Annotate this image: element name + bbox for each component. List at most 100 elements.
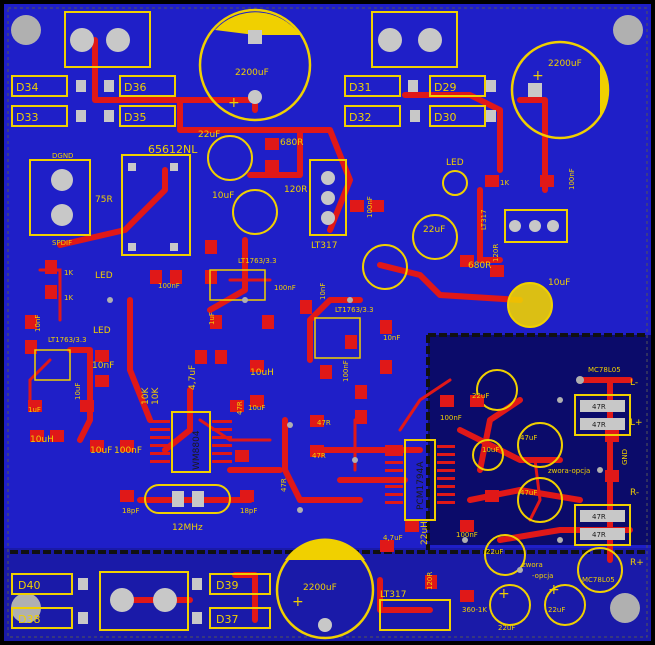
label-47uf-b: 47uF	[520, 489, 537, 497]
regulator-lt317-b	[504, 209, 568, 243]
label-d40: D40	[18, 579, 40, 592]
terminal-top-right	[371, 11, 458, 68]
label-pcm1794a: PCM1794A	[416, 461, 426, 510]
label-led-a: LED	[446, 158, 464, 168]
label-r-plus: R+	[630, 558, 644, 568]
label-22uf-c: 22uF	[472, 392, 489, 400]
label-mc78l05-a: MC78L05	[588, 366, 621, 374]
label-d29: D29	[434, 81, 456, 94]
label-22uf-b: 22uF	[423, 225, 445, 235]
label-zwora-opcja: zwora-opcja	[548, 467, 590, 475]
label-680r-b: 680R	[468, 261, 491, 271]
label-47uf-a: 47uF	[520, 434, 537, 442]
label-zwora: zwora	[522, 561, 543, 569]
resistor-array-right	[574, 394, 631, 546]
label-4-7uf-b: 4,7uF	[383, 534, 403, 542]
ic-wm8804	[150, 411, 232, 473]
label-47r-g: 47R	[592, 513, 606, 521]
cap-2200uf-top-right	[510, 40, 610, 140]
label-d39: D39	[216, 579, 238, 592]
vias	[107, 297, 603, 573]
label-10nf-c: 10nF	[319, 283, 327, 300]
label-10uf-b: 10uF	[548, 278, 570, 288]
label-10uf-d: 10uF	[90, 446, 112, 456]
cap-2200-a-label: 2200uF	[235, 68, 269, 78]
label-680r-a: 680R	[280, 138, 303, 148]
label-10k-b: 10K	[151, 387, 161, 405]
regulator-lt317-c	[379, 599, 451, 631]
label-spdif: SPDIF	[52, 239, 72, 247]
label-opcja: -opcja	[532, 572, 553, 580]
transformer-pads	[128, 163, 178, 251]
svg-text:+: +	[292, 594, 304, 610]
svg-text:+: +	[498, 586, 510, 602]
label-100nf-d: 100nF	[274, 284, 296, 292]
label-100nf-e: 100nF	[342, 360, 350, 382]
label-10uh-b: 10uH	[250, 368, 274, 378]
label-d35: D35	[124, 111, 146, 124]
board-outline	[7, 7, 648, 638]
label-10uf-c: 10uF	[74, 383, 82, 400]
label-100nf-b: 100nF	[568, 168, 576, 190]
label-dgnd: DGND	[52, 152, 73, 160]
transformer	[121, 154, 191, 256]
label-d36: D36	[124, 81, 146, 94]
regulator-lt317-a	[309, 159, 347, 236]
label-d34: D34	[16, 81, 38, 94]
terminal-bottom	[99, 571, 189, 631]
svg-text:+: +	[532, 68, 544, 84]
label-1uf-a: 1uF	[28, 406, 41, 414]
label-10uf-a: 10uF	[212, 191, 234, 201]
label-22uf-e: 22uF	[498, 624, 515, 632]
label-18pf-b: 18pF	[240, 507, 257, 515]
label-22uh: 22uH	[420, 521, 430, 545]
label-lt1763-c: LT1763/3.3	[335, 306, 374, 314]
label-18pf-a: 18pF	[122, 507, 139, 515]
svg-text:+: +	[548, 582, 560, 598]
label-wm8804: WM8804	[192, 430, 202, 470]
label-mc78l05-b: MC78L05	[582, 576, 615, 584]
label-1k-c: 1K	[64, 294, 73, 302]
label-lt317-a: LT317	[311, 241, 337, 251]
label-d37: D37	[216, 613, 238, 626]
label-100nf-a: 100nF	[366, 196, 374, 218]
label-d33: D33	[16, 111, 38, 124]
label-120r-c: 120R	[426, 572, 434, 590]
label-47r-a: 47R	[317, 419, 331, 427]
label-47r-b: 47R	[312, 452, 326, 460]
label-r-minus: R-	[630, 488, 639, 498]
label-47r-e: 47R	[592, 403, 606, 411]
label-4-7uf-a: 4,7uF	[188, 365, 198, 390]
label-l-minus: L-	[630, 378, 638, 388]
smd-pads	[25, 138, 619, 602]
label-47r-f: 47R	[592, 421, 606, 429]
label-100nf-c: 100nF	[158, 282, 180, 290]
label-1uf-b: 1uF	[208, 312, 216, 325]
label-lt317-b: LT317	[480, 209, 488, 230]
cap-2200uf-bottom	[275, 538, 375, 640]
cap-2200-b-label: 2200uF	[548, 59, 582, 69]
label-47r-h: 47R	[592, 531, 606, 539]
label-d31: D31	[349, 81, 371, 94]
ic-pcm1794a	[385, 439, 455, 521]
label-10nf-a: 10nF	[34, 315, 42, 332]
label-10uf-f: 10uF	[482, 446, 499, 454]
label-47r-d: 47R	[280, 478, 288, 492]
label-10nf-b: 10nF	[92, 361, 114, 371]
label-120r-a: 120R	[284, 185, 307, 195]
crystal-12mhz	[144, 484, 231, 514]
label-10uh-a: 10uH	[30, 435, 54, 445]
label-75r: 75R	[95, 195, 113, 205]
diode-pads	[76, 80, 496, 624]
label-120r-b: 120R	[492, 244, 500, 262]
label-47r-c: 47R	[236, 401, 244, 415]
small-electrolytics	[207, 135, 623, 626]
label-lt1763-a: LT1763/3.3	[238, 257, 277, 265]
label-gnd: GND	[621, 449, 629, 465]
label-100nf-g: 100nF	[456, 531, 478, 539]
label-led-b: LED	[95, 271, 113, 281]
diode-boxes	[11, 75, 486, 629]
label-10nf-d: 10nF	[383, 334, 400, 342]
label-1k-b: 1K	[64, 269, 73, 277]
